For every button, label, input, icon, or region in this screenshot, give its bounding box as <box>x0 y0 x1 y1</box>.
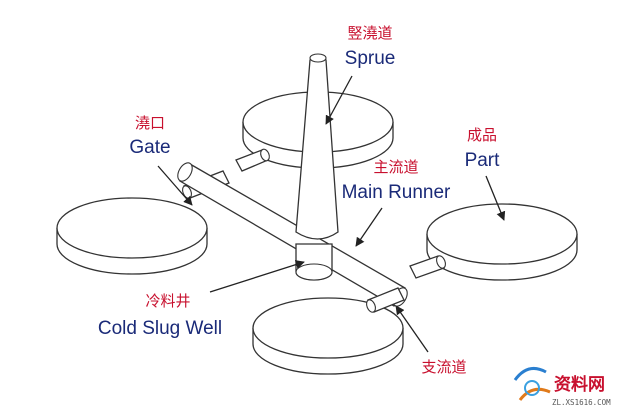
arrow-main-runner <box>355 207 383 247</box>
label-main-runner-en: Main Runner <box>342 182 451 203</box>
part-disc-left <box>56 197 208 275</box>
label-gate-cn: 澆口 <box>135 114 165 132</box>
branch-runner-right <box>409 255 446 279</box>
label-branch-runner-cn: 支流道 <box>421 358 466 376</box>
arrow-part <box>485 175 506 221</box>
part-disc-right <box>426 203 578 281</box>
label-sprue-cn: 竪澆道 <box>347 24 392 42</box>
label-cold-slug-well-cn: 冷料井 <box>145 292 190 310</box>
sprue-cone <box>295 53 339 240</box>
arrow-branch-runner <box>395 305 429 353</box>
arrow-cold-slug-well <box>209 260 305 293</box>
label-sprue-en: Sprue <box>345 48 396 69</box>
label-main-runner-cn: 主流道 <box>373 158 418 176</box>
watermark-url: ZL.XS1616.COM <box>552 398 611 407</box>
watermark-text: 资料网 <box>554 374 605 395</box>
part-disc-bottom <box>252 297 404 375</box>
xs-swoosh-logo <box>513 366 551 401</box>
label-part-cn: 成品 <box>467 126 497 144</box>
cold-slug-well <box>295 243 333 281</box>
arrow-sprue <box>325 75 353 125</box>
watermark: 资料网 ZL.XS1616.COM <box>513 366 611 407</box>
label-part-en: Part <box>465 150 501 171</box>
label-cold-slug-well-en: Cold Slug Well <box>98 318 222 339</box>
arrow-gate <box>157 165 193 206</box>
branch-runner-back <box>235 148 270 172</box>
label-gate-en: Gate <box>129 137 170 158</box>
branch-runner-front <box>366 287 405 313</box>
